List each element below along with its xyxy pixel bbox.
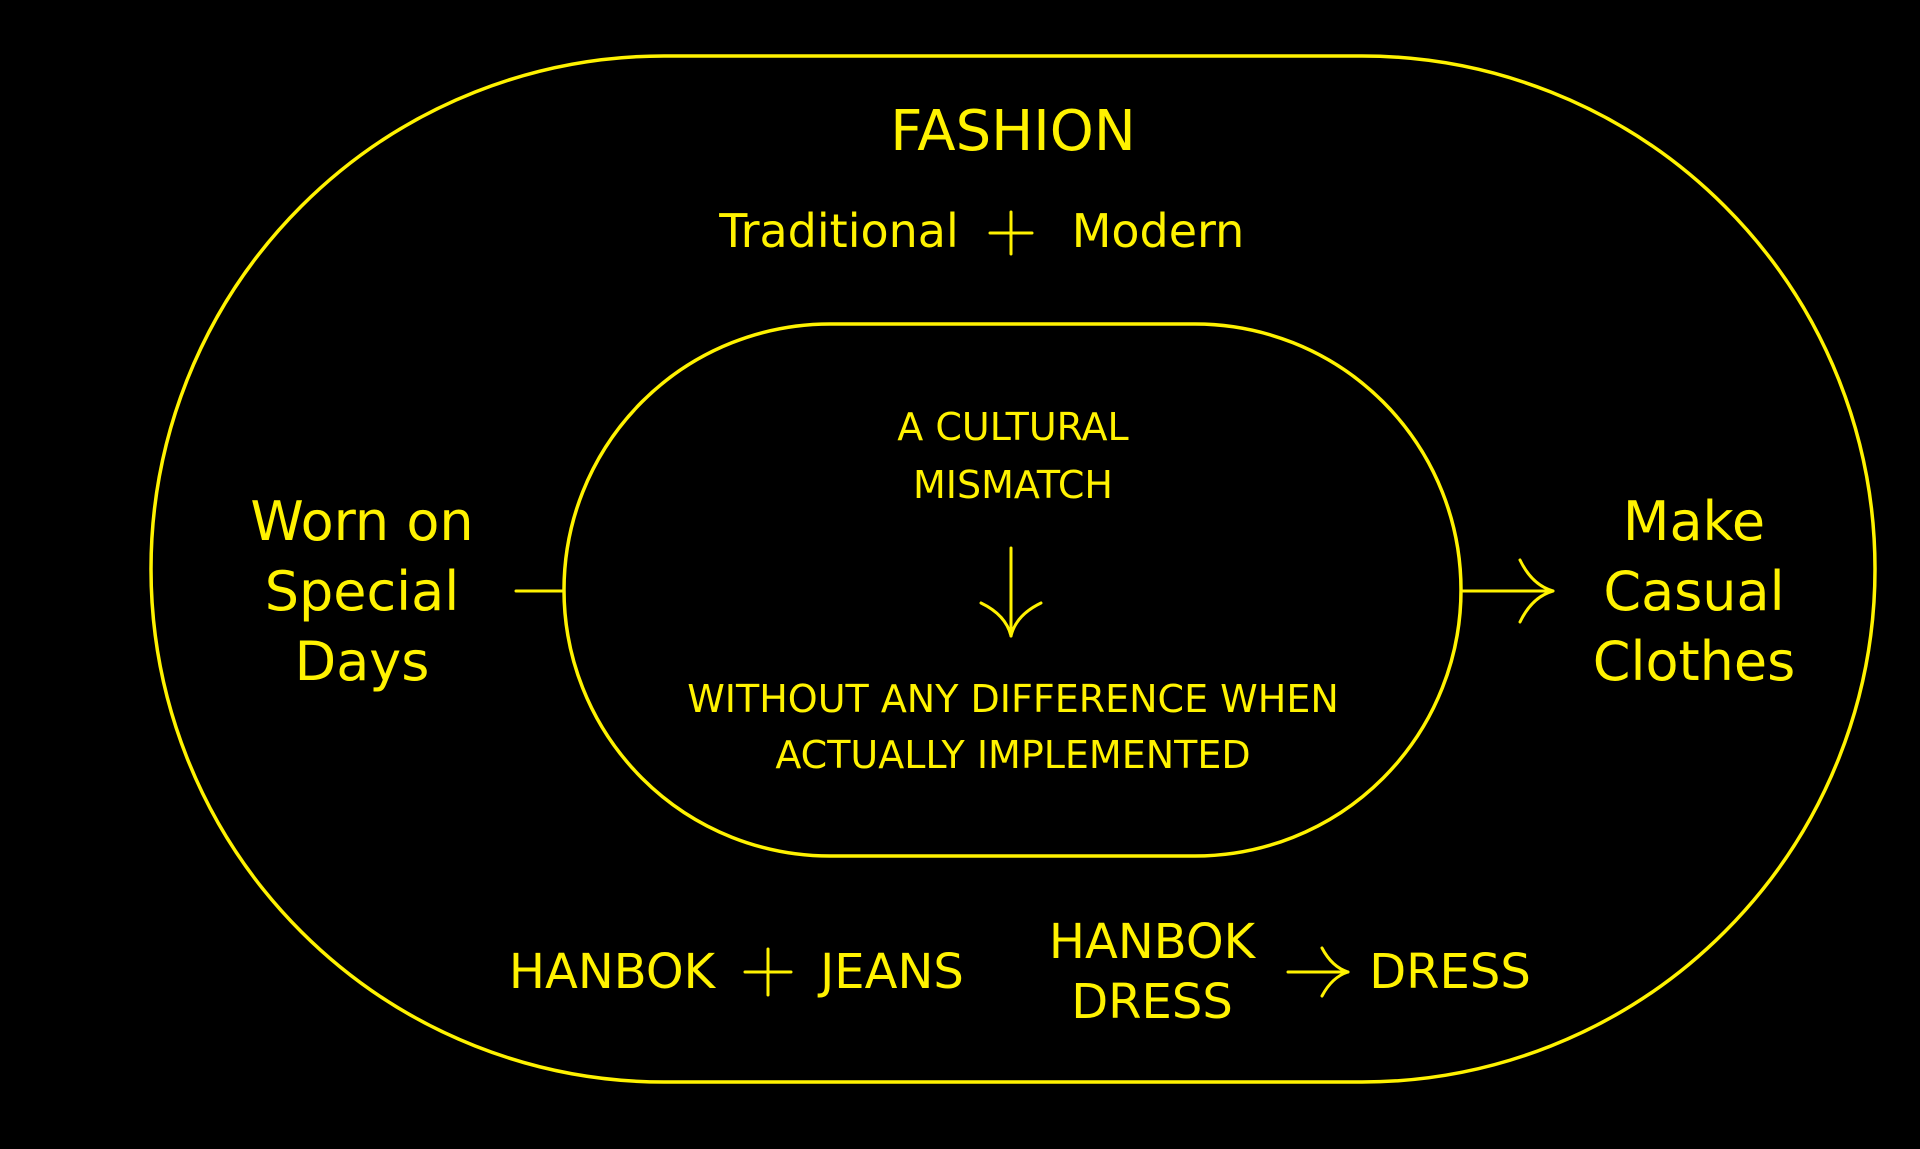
inner-bottom-line1: WITHOUT ANY DIFFERENCE WHEN xyxy=(687,677,1339,721)
inner-capsule xyxy=(562,322,1463,858)
bottom-source-line2: DRESS xyxy=(1071,974,1233,1030)
right-label-line2: Casual xyxy=(1603,560,1784,623)
left-label-line2: Special xyxy=(265,560,460,623)
bottom-combo-hanbok: HANBOK xyxy=(509,944,717,1000)
arrow-right-icon xyxy=(1286,946,1350,998)
bottom-target-dress: DRESS xyxy=(1369,944,1531,1000)
inner-top-line2: MISMATCH xyxy=(913,463,1113,507)
subtitle-traditional: Traditional xyxy=(718,204,959,258)
inner-bottom-line2: ACTUALLY IMPLEMENTED xyxy=(775,733,1250,777)
arrow-right-icon xyxy=(1461,558,1555,624)
inner-top-line1: A CULTURAL xyxy=(897,405,1128,449)
left-label-line1: Worn on xyxy=(250,490,473,553)
subtitle-modern: Modern xyxy=(1072,204,1245,258)
bottom-source-line1: HANBOK xyxy=(1049,914,1257,970)
right-label-line1: Make xyxy=(1623,490,1765,553)
plus-icon xyxy=(743,947,793,997)
arrow-down-icon xyxy=(979,546,1043,638)
bottom-combo-jeans: JEANS xyxy=(817,944,964,1000)
fashion-title: FASHION xyxy=(890,99,1136,164)
right-label-line3: Clothes xyxy=(1593,630,1796,693)
left-label-line3: Days xyxy=(295,630,430,693)
outer-capsule xyxy=(149,54,1877,1084)
plus-icon xyxy=(988,210,1034,256)
